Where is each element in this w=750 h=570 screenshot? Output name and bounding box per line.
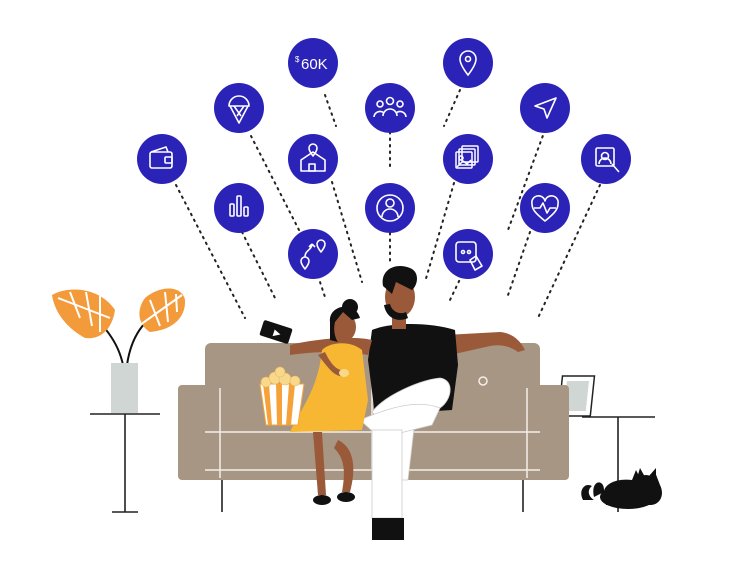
daughter-figure bbox=[290, 299, 368, 505]
location-pin-bubble bbox=[443, 38, 493, 88]
navigation-arrow-icon bbox=[534, 97, 557, 119]
money-amount: 60K bbox=[301, 56, 328, 73]
profile-search-icon bbox=[595, 147, 620, 173]
route-bubble bbox=[288, 229, 338, 279]
user-icon bbox=[376, 194, 404, 222]
people-icon bbox=[373, 96, 407, 118]
heart-rate-icon bbox=[531, 195, 559, 222]
house-location-icon bbox=[300, 143, 326, 172]
heart-rate-bubble bbox=[520, 183, 570, 233]
connector-lines bbox=[175, 89, 601, 321]
father-figure bbox=[290, 266, 525, 540]
bar-chart-bubble bbox=[214, 183, 264, 233]
search-profile-bubble bbox=[581, 134, 631, 184]
route-icon bbox=[300, 239, 326, 270]
photo-stack-icon bbox=[455, 145, 479, 169]
popcorn-bucket bbox=[259, 366, 305, 426]
people-bubble bbox=[365, 83, 415, 133]
wallet-icon bbox=[149, 146, 173, 169]
ice-cream-icon bbox=[228, 95, 250, 124]
house-bubble bbox=[288, 134, 338, 184]
touch-app-bubble bbox=[443, 229, 493, 279]
money-bubble: $ 60K bbox=[288, 38, 338, 88]
ice-cream-bubble bbox=[214, 83, 264, 133]
user-bubble bbox=[365, 183, 415, 233]
location-pin-icon bbox=[459, 50, 477, 77]
side-table-left bbox=[90, 413, 160, 513]
wallet-bubble bbox=[137, 134, 187, 184]
smartphone bbox=[259, 320, 293, 344]
plant-in-vase bbox=[52, 288, 186, 413]
black-cat bbox=[581, 468, 662, 509]
bar-chart-icon bbox=[229, 195, 249, 217]
navigation-bubble bbox=[520, 83, 570, 133]
touch-app-icon bbox=[455, 241, 483, 271]
photos-bubble bbox=[443, 134, 493, 184]
dollar-sign: $ bbox=[295, 55, 300, 64]
